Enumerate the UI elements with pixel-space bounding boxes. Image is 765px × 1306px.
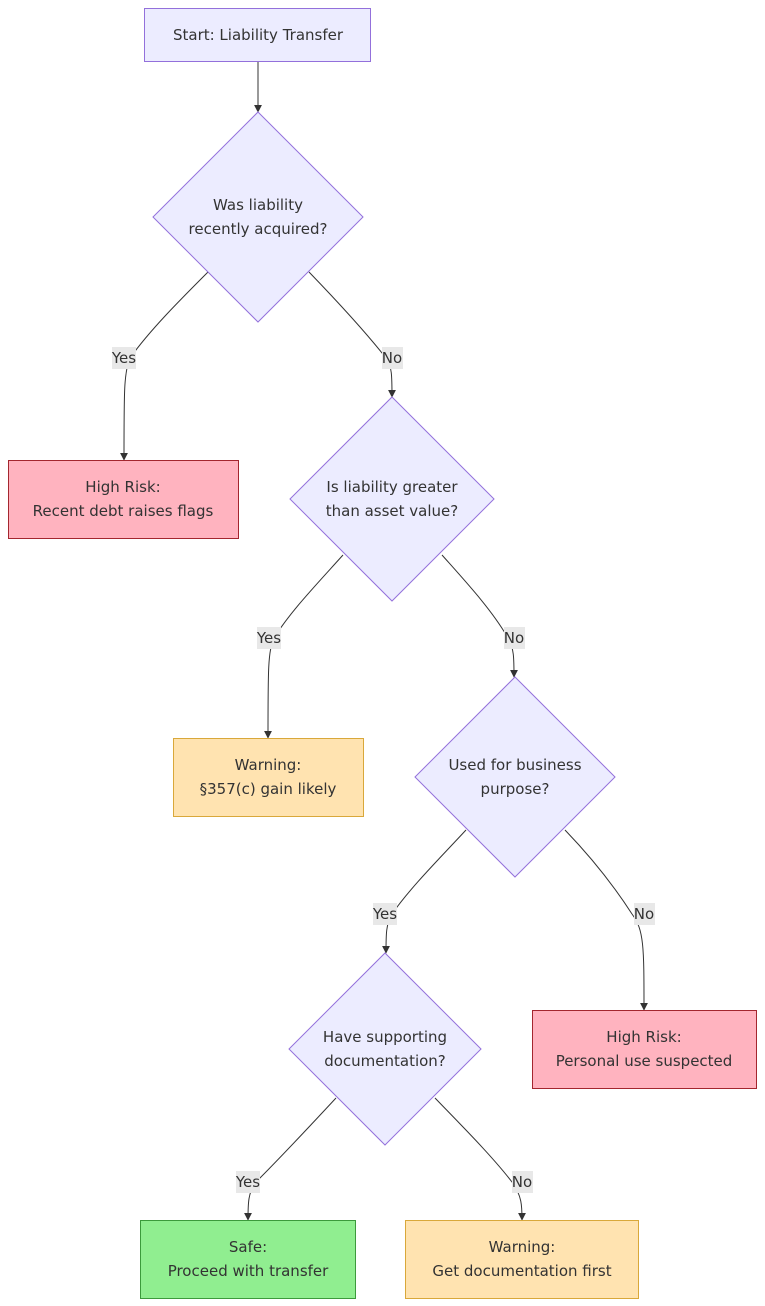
edge-business-yes bbox=[382, 829, 467, 954]
edge-label-recent-no: No bbox=[382, 347, 403, 369]
edge-recent-no bbox=[308, 271, 396, 398]
edge-docs-no bbox=[434, 1097, 526, 1221]
edge-label-greater-no: No bbox=[504, 627, 525, 649]
edge-label-text: Yes bbox=[111, 349, 136, 367]
node-high-risk-recent-debt: High Risk: Recent debt raises flags bbox=[8, 460, 239, 539]
edge-label-bg bbox=[512, 1171, 533, 1193]
node-label-line-1: Warning: bbox=[489, 1238, 556, 1256]
edge-label-bg bbox=[257, 627, 281, 649]
edge-label-bg bbox=[382, 347, 403, 369]
edge-greater-no bbox=[441, 554, 518, 678]
edge-label-business-yes: Yes bbox=[372, 903, 397, 925]
node-warning-get-documentation: Warning: Get documentation first bbox=[405, 1220, 639, 1299]
node-shape bbox=[173, 738, 364, 817]
edge-labels: Yes No Yes No Yes No Yes No bbox=[111, 347, 655, 1193]
node-label-line-2: §357(c) gain likely bbox=[200, 780, 337, 798]
node-label: Start: Liability Transfer bbox=[173, 26, 344, 44]
node-shape bbox=[140, 1220, 356, 1299]
edge-recent-yes bbox=[120, 271, 209, 461]
edge-label-bg bbox=[236, 1171, 260, 1193]
node-warning-357c: Warning: §357(c) gain likely bbox=[173, 738, 364, 817]
node-label-line-2: than asset value? bbox=[326, 502, 459, 520]
edge-label-text: Yes bbox=[235, 1173, 260, 1191]
node-label-line-2: recently acquired? bbox=[189, 220, 328, 238]
decision-recently-acquired: Was liability recently acquired? bbox=[152, 111, 364, 323]
edge-label-docs-no: No bbox=[512, 1171, 533, 1193]
decision-shape bbox=[152, 111, 364, 323]
decision-shape bbox=[288, 952, 482, 1146]
node-shape bbox=[532, 1010, 757, 1089]
node-high-risk-personal-use: High Risk: Personal use suspected bbox=[532, 1010, 757, 1089]
node-start: Start: Liability Transfer bbox=[144, 8, 371, 62]
edge-label-text: No bbox=[504, 629, 524, 647]
node-shape bbox=[144, 8, 371, 62]
node-label-line-1: Have supporting bbox=[323, 1028, 447, 1046]
edge-docs-yes bbox=[244, 1097, 337, 1221]
node-label-line-2: Get documentation first bbox=[432, 1262, 611, 1280]
node-label-line-1: Was liability bbox=[213, 196, 303, 214]
edge-label-text: No bbox=[634, 905, 654, 923]
decision-shape bbox=[414, 676, 616, 878]
edge-label-recent-yes: Yes bbox=[111, 347, 136, 369]
edge-label-bg bbox=[504, 627, 525, 649]
node-label-line-2: Personal use suspected bbox=[556, 1052, 733, 1070]
edge-label-bg bbox=[112, 347, 136, 369]
node-label-line-2: documentation? bbox=[324, 1052, 446, 1070]
edge-business-no bbox=[564, 829, 648, 1011]
node-label-line-1: Safe: bbox=[229, 1238, 267, 1256]
node-label-line-1: Is liability greater bbox=[326, 478, 458, 496]
node-label-line-1: High Risk: bbox=[606, 1028, 681, 1046]
node-label-line-2: Recent debt raises flags bbox=[33, 502, 214, 520]
decision-supporting-documentation: Have supporting documentation? bbox=[288, 952, 482, 1146]
edge-label-text: Yes bbox=[256, 629, 281, 647]
node-shape bbox=[8, 460, 239, 539]
nodes: Start: Liability Transfer Was liability … bbox=[8, 8, 757, 1299]
node-label-line-1: Warning: bbox=[235, 756, 302, 774]
edge-label-text: Yes bbox=[372, 905, 397, 923]
edge-label-bg bbox=[634, 903, 655, 925]
edge-label-text: No bbox=[382, 349, 402, 367]
decision-liability-greater: Is liability greater than asset value? bbox=[289, 396, 495, 602]
edge-label-greater-yes: Yes bbox=[256, 627, 281, 649]
node-shape bbox=[405, 1220, 639, 1299]
edge-label-bg bbox=[373, 903, 397, 925]
node-label-line-1: Used for business bbox=[448, 756, 581, 774]
node-label-line-2: purpose? bbox=[481, 780, 550, 798]
edge-label-docs-yes: Yes bbox=[235, 1171, 260, 1193]
node-safe-proceed: Safe: Proceed with transfer bbox=[140, 1220, 356, 1299]
decision-business-purpose: Used for business purpose? bbox=[414, 676, 616, 878]
edge-label-business-no: No bbox=[634, 903, 655, 925]
node-label-line-1: High Risk: bbox=[85, 478, 160, 496]
decision-shape bbox=[289, 396, 495, 602]
node-label-line-2: Proceed with transfer bbox=[168, 1262, 329, 1280]
edge-label-text: No bbox=[512, 1173, 532, 1191]
